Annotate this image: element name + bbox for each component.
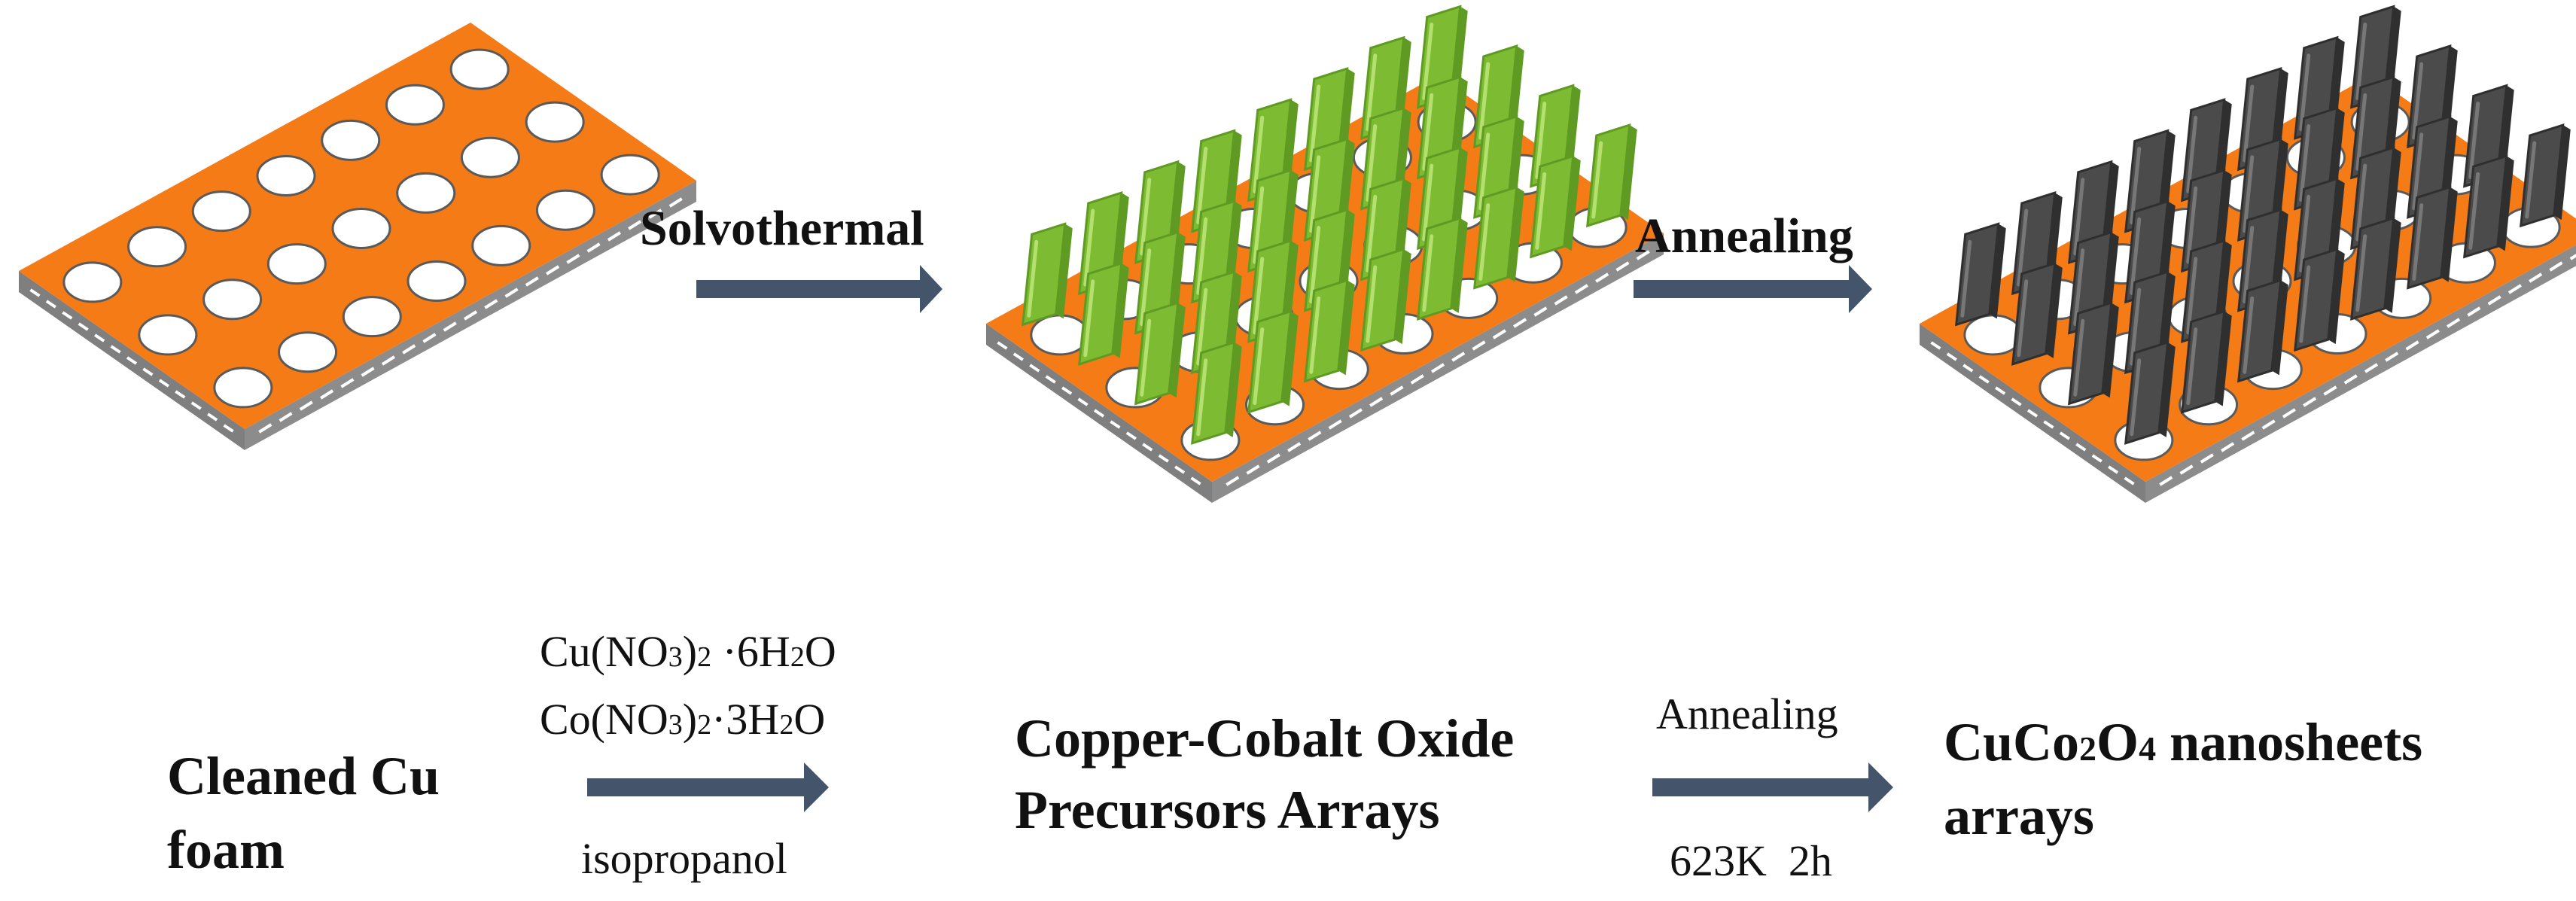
cleaned-cu-foam-label-line2: foam — [167, 820, 285, 880]
precursor-array-plate-illustration — [986, 5, 1664, 503]
solvothermal-arrow — [696, 265, 942, 313]
cuco2o4-arrays-label: CuCo2O4 nanosheets — [1944, 712, 2422, 772]
cu-foam-plate-illustration — [19, 23, 696, 450]
step2-arrow — [1652, 763, 1893, 812]
oxide-array-plate-illustration — [1920, 5, 2576, 503]
solvent-label: isopropanol — [581, 834, 787, 883]
step1-arrow — [587, 763, 829, 812]
annealing-step-label: Annealing — [1656, 689, 1838, 738]
precursor-arrays-label: Copper-Cobalt Oxide — [1015, 708, 1514, 769]
annealing-arrow — [1634, 265, 1872, 313]
cleaned-cu-foam-label: Cleaned Cu — [167, 746, 440, 806]
reagent-copper-nitrate: Cu(NO3)2 ·6H2O — [540, 627, 836, 676]
reagent-cobalt-nitrate: Co(NO3)2·3H2O — [540, 695, 825, 744]
precursor-arrays-label-line2: Precursors Arrays — [1015, 780, 1440, 840]
annealing-condition-label: 623K 2h — [1670, 836, 1832, 885]
solvothermal-label: Solvothermal — [640, 201, 924, 256]
cuco2o4-arrays-label-line2: arrays — [1944, 786, 2094, 846]
annealing-label: Annealing — [1635, 209, 1853, 263]
